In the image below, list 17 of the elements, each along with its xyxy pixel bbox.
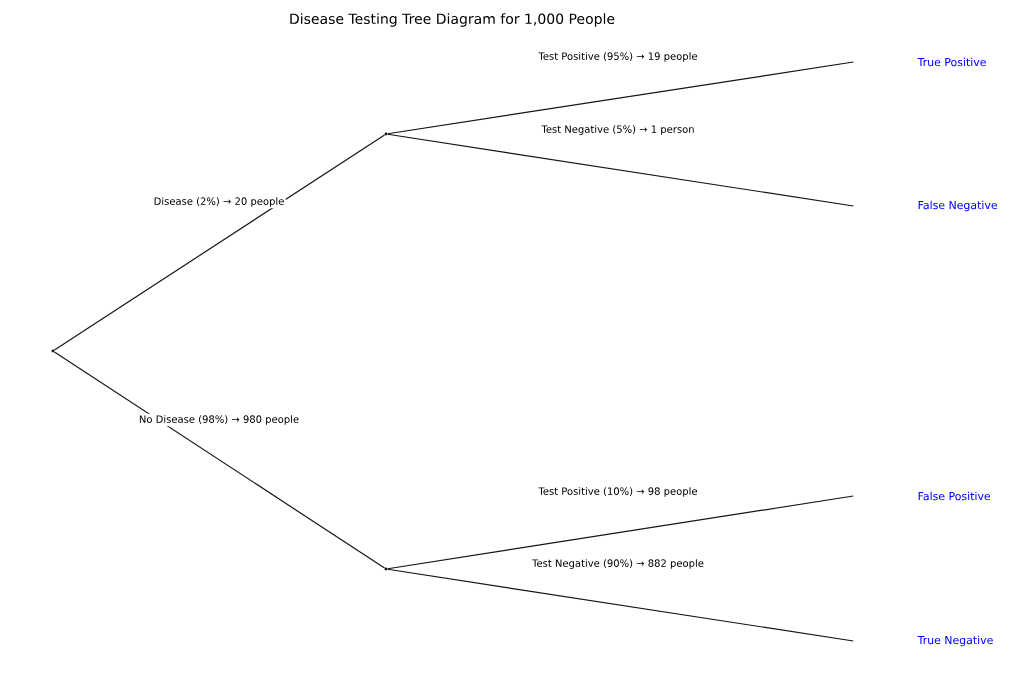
branch-line bbox=[53, 351, 386, 569]
branch-line bbox=[387, 133, 854, 207]
outcome-label: True Positive bbox=[917, 57, 986, 67]
edge-label: Disease (2%) → 20 people bbox=[152, 195, 286, 209]
title: Disease Testing Tree Diagram for 1,000 People bbox=[290, 13, 615, 27]
edge-label: Test Negative (90%) → 882 people bbox=[530, 557, 706, 571]
edge-label: Test Negative (5%) → 1 person bbox=[540, 123, 696, 137]
outcome-label: False Positive bbox=[918, 491, 991, 501]
outcome-label: False Negative bbox=[918, 200, 997, 212]
edge-label: Test Positive (10%) → 98 people bbox=[537, 485, 699, 499]
edge-label: No Disease (98%) → 980 people bbox=[137, 413, 301, 427]
branch-line bbox=[387, 495, 854, 570]
edge-label: Test Positive (95%) → 19 people bbox=[537, 50, 699, 64]
branch-line bbox=[387, 61, 854, 135]
branch-line bbox=[53, 134, 386, 351]
branch-line bbox=[387, 568, 854, 642]
outcome-label: True Negative bbox=[917, 635, 993, 647]
